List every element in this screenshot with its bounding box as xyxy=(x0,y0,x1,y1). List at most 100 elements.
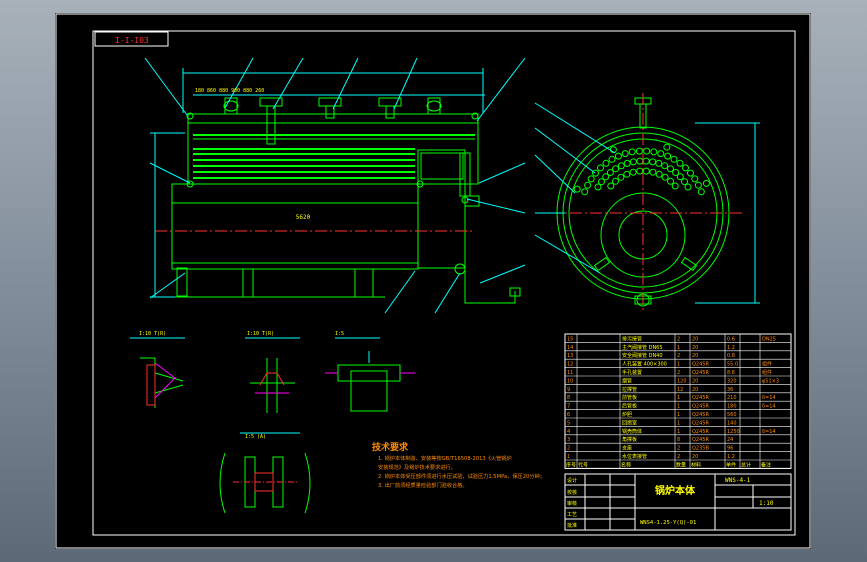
bom-cell: 2 xyxy=(677,454,680,460)
bom-cell: 180 xyxy=(727,404,737,410)
bom-header-cell: 备注 xyxy=(761,461,771,468)
tube-hole xyxy=(598,178,605,186)
title-bottom-note: WNS4-1.25-Y(Q)-01 xyxy=(640,520,696,526)
bom-cell: 36 xyxy=(727,387,733,393)
bom-cell: 140 xyxy=(727,420,737,426)
bom-cell: Q245R xyxy=(692,395,709,401)
tube-hole xyxy=(617,162,625,170)
bom-cell: 组件 xyxy=(762,369,772,376)
bom-cell: 12 xyxy=(677,387,683,393)
title-block xyxy=(564,473,792,531)
bom-cell: 24 xyxy=(727,437,733,443)
bom-header-cell: 总计 xyxy=(741,461,751,468)
bom-cell: 角撑板 xyxy=(622,436,637,443)
tube-hole xyxy=(587,175,595,183)
tube-hole xyxy=(657,150,665,158)
inner-frame xyxy=(92,30,796,536)
bom-cell: 96 xyxy=(727,446,733,452)
bom-cell: 8 xyxy=(677,437,680,443)
sign-row-5: 批准 xyxy=(567,522,577,529)
bom-cell: 11 xyxy=(567,370,573,376)
tube-hole xyxy=(606,169,614,176)
main-dimension: 5620 xyxy=(296,214,311,221)
tube-hole xyxy=(607,182,615,190)
bom-cell: δ=14 xyxy=(762,395,776,401)
bom-cell: 8 xyxy=(567,395,570,401)
bom-cell: 1 xyxy=(677,395,680,401)
tube-hole xyxy=(602,159,610,167)
bom-cell: 10 xyxy=(567,378,573,384)
tube-hole xyxy=(672,169,680,176)
bom-cell: 2 xyxy=(567,446,570,452)
bom-cell: 210 xyxy=(727,395,737,401)
bom-cell: Q245R xyxy=(692,362,709,368)
tube-hole xyxy=(649,158,657,166)
technical-title: 技术要求 xyxy=(372,441,409,453)
bom-cell: DN25 xyxy=(762,336,776,342)
bom-cell: 主汽阀接管 DN65 xyxy=(622,344,663,351)
bom-cell: 水位表接管 xyxy=(622,453,647,460)
bom-cell: Q245R xyxy=(692,429,709,435)
tube-hole xyxy=(667,177,674,185)
bom-cell: 人孔装置 400×300 xyxy=(622,361,667,368)
cad-drawing: I-I-I03 xyxy=(55,13,811,549)
tube-hole xyxy=(670,155,678,163)
tube-hole xyxy=(636,157,644,165)
bom-header-cell: 材料 xyxy=(691,461,701,468)
bom-cell: 5 xyxy=(567,420,570,426)
tube-holes xyxy=(573,143,710,196)
tube-hole xyxy=(664,152,672,160)
technical-note-4: 3. 出厂前须经质量检验部门验收合格。 xyxy=(378,481,468,489)
detail-label-3: I:5 xyxy=(335,331,344,337)
sign-row-4: 工艺 xyxy=(567,512,577,518)
detail-views xyxy=(130,337,415,514)
drawing-number: WNS-4-1 xyxy=(725,477,751,484)
tube-hole xyxy=(623,170,631,178)
bom-cell: 20 xyxy=(692,345,698,351)
tube-hole xyxy=(617,173,625,181)
bom-cell: 320 xyxy=(727,378,737,384)
drawing-scale: 1:10 xyxy=(759,500,774,507)
tube-hole xyxy=(694,181,702,189)
stay-hole xyxy=(663,143,671,151)
bom-cell: 1 xyxy=(677,412,680,418)
bom-cell: 1 xyxy=(677,404,680,410)
bom-cell: Q245R xyxy=(692,404,709,410)
bom-cell: Q245R xyxy=(692,370,709,376)
tube-hole xyxy=(649,168,657,176)
bom-cell: Q235B xyxy=(692,446,709,452)
tube-hole xyxy=(592,169,599,177)
tube-hole xyxy=(612,165,620,173)
bom-cell: 9 xyxy=(567,387,570,393)
tube-hole xyxy=(697,188,705,196)
bom-header-cell: 序号 xyxy=(566,461,576,468)
tube-hole xyxy=(687,169,694,177)
bom-cell: 120 xyxy=(677,378,687,384)
bom-header-cell: 名称 xyxy=(621,461,631,468)
bom-cell: 20 xyxy=(692,378,698,384)
bom-cell: 8.6 xyxy=(727,370,735,376)
bom-cell: 6 xyxy=(567,412,570,418)
tube-hole xyxy=(608,155,616,163)
tube-hole xyxy=(666,165,674,173)
tube-hole xyxy=(661,173,669,181)
bom-cell: 12 xyxy=(567,362,573,368)
bom-cell: 2 xyxy=(677,336,680,342)
tube-hole xyxy=(655,159,663,167)
bom-cell: 7 xyxy=(567,404,570,410)
bom-cell: 2 xyxy=(677,353,680,359)
tube-hole xyxy=(636,167,644,175)
tube-hole xyxy=(676,173,684,181)
tube-hole xyxy=(594,183,602,191)
bom-cell: 烟管 xyxy=(622,377,632,384)
bom-cell: 回燃室 xyxy=(622,419,637,426)
section-label: I-I-I03 xyxy=(115,36,149,45)
bom-cell: 1.2 xyxy=(727,345,735,351)
